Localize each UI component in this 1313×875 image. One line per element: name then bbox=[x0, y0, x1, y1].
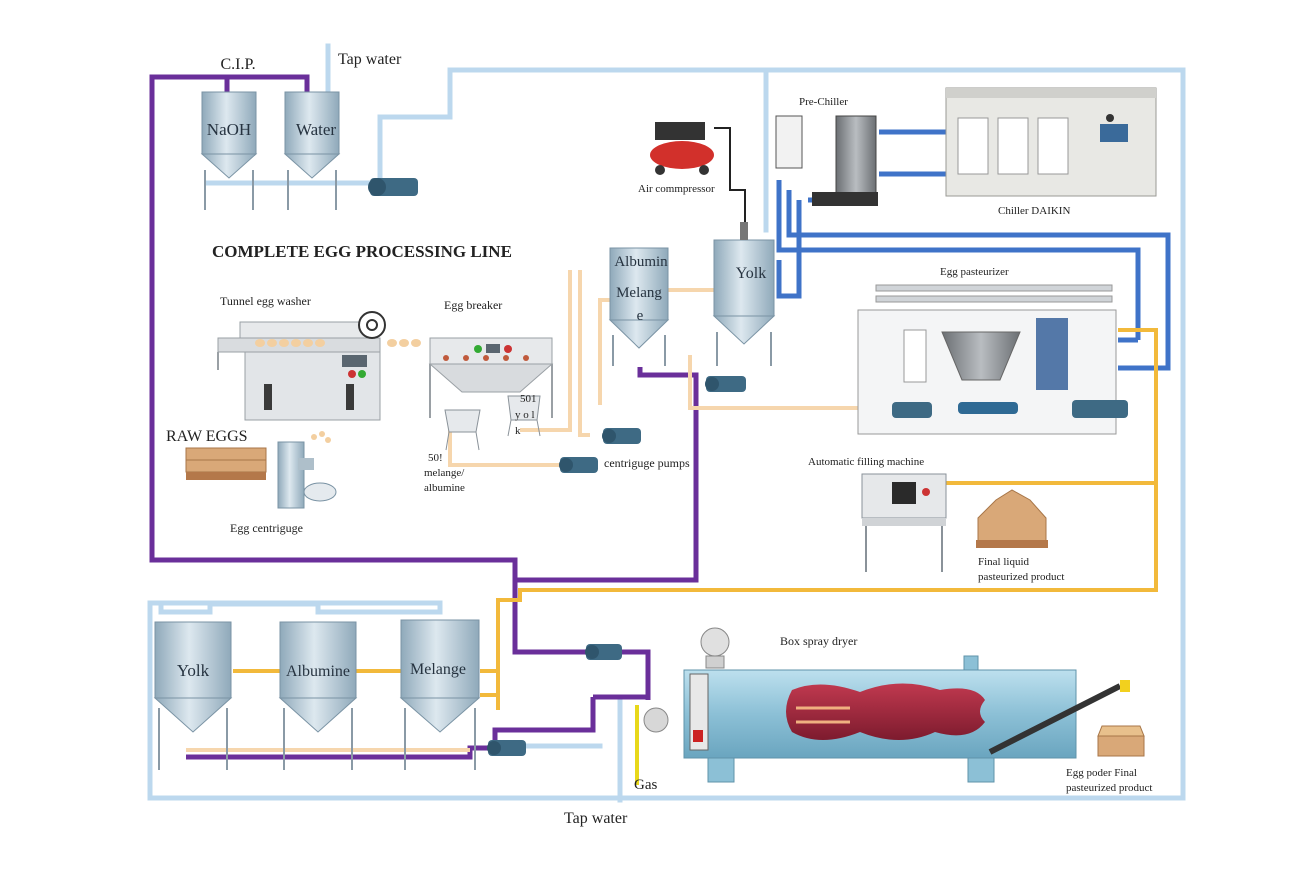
chiller-daikin bbox=[945, 87, 1157, 197]
air-compressor-label: Air commpressor bbox=[638, 183, 715, 195]
egg-centrifuge bbox=[277, 431, 337, 509]
melange-albumine-label-2: melange/ bbox=[424, 467, 465, 479]
raw-eggs-pallet bbox=[185, 447, 267, 480]
naoh-tank: NaOH bbox=[200, 91, 258, 210]
yolk-storage-label: Yolk bbox=[177, 661, 210, 680]
final-liquid-label-2: pasteurized product bbox=[978, 571, 1064, 583]
filling-machine-label: Automatic filling machine bbox=[808, 456, 924, 468]
albumin-tank-label: Albumin bbox=[614, 254, 668, 270]
egg-powder-label-2: pasteurized product bbox=[1066, 782, 1152, 794]
chiller-label: Chiller DAIKIN bbox=[998, 205, 1070, 217]
final-liquid-label-1: Final liquid bbox=[978, 556, 1030, 568]
albumine-storage-tank: Albumine bbox=[278, 621, 358, 770]
pre-chiller-label: Pre-Chiller bbox=[799, 96, 848, 108]
storage-pump bbox=[487, 740, 526, 756]
egg-powder-label-1: Egg poder Final bbox=[1066, 767, 1137, 779]
box-spray-dryer bbox=[643, 627, 1130, 783]
filling-machine bbox=[861, 473, 947, 572]
melange-tank-label-2: e bbox=[637, 308, 644, 324]
egg-breaker-label: Egg breaker bbox=[444, 298, 502, 312]
cip-pipes bbox=[149, 74, 699, 760]
air-compressor bbox=[650, 122, 714, 175]
melange-container bbox=[444, 409, 481, 451]
tunnel-egg-washer bbox=[217, 311, 421, 421]
centrifuge-pump-2 bbox=[559, 457, 598, 473]
melange-storage-tank: Melange bbox=[399, 619, 481, 770]
egg-centrifuge-label: Egg centriguge bbox=[230, 521, 303, 535]
yolk-container-label-3: k bbox=[515, 425, 521, 437]
water-pipes bbox=[147, 43, 1186, 803]
yolk-container bbox=[507, 395, 541, 437]
egg-powder-box bbox=[1097, 725, 1145, 757]
albumine-storage-label: Albumine bbox=[286, 663, 350, 680]
yolk-container-label-1: 501 bbox=[520, 393, 537, 405]
centrifuge-pump-1 bbox=[602, 428, 641, 444]
melange-albumine-label-1: 50! bbox=[428, 452, 443, 464]
melange-tank-label-1: Melang bbox=[616, 285, 662, 301]
yolk-tank-top: Yolk bbox=[712, 222, 776, 366]
transfer-pump bbox=[705, 376, 746, 392]
egg-pasteurizer-label: Egg pasteurizer bbox=[940, 266, 1009, 278]
product-pipes bbox=[233, 328, 1158, 710]
tap-water-top-label: Tap water bbox=[338, 51, 402, 68]
yolk-container-label-2: y o l bbox=[515, 409, 535, 421]
water-tank-label: Water bbox=[296, 120, 336, 139]
yolk-storage-tank: Yolk bbox=[153, 621, 233, 770]
egg-pasteurizer bbox=[857, 284, 1128, 435]
naoh-tank-label: NaOH bbox=[207, 120, 251, 139]
centrifuge-pumps-label: centriguge pumps bbox=[604, 456, 690, 470]
melange-storage-label: Melange bbox=[410, 661, 466, 678]
raw-eggs-label: RAW EGGS bbox=[166, 428, 248, 445]
raw-product-pipes bbox=[186, 270, 890, 752]
tap-water-bottom-label: Tap water bbox=[564, 810, 628, 827]
final-liquid-product-stack bbox=[976, 489, 1048, 548]
water-tank: Water bbox=[283, 91, 341, 210]
egg-breaker bbox=[428, 337, 554, 418]
box-spray-dryer-label: Box spray dryer bbox=[780, 634, 857, 648]
cip-label: C.I.P. bbox=[220, 56, 255, 73]
dryer-feed-pump bbox=[585, 644, 622, 660]
chilled-water-pipes bbox=[776, 129, 1171, 371]
yolk-tank-top-label: Yolk bbox=[736, 265, 766, 282]
melange-albumine-label-3: albumine bbox=[424, 482, 465, 494]
tunnel-washer-label: Tunnel egg washer bbox=[220, 294, 311, 308]
cip-pump bbox=[368, 178, 418, 196]
albumin-melange-tank: Albumin Melang e bbox=[608, 247, 670, 366]
diagram-title: COMPLETE EGG PROCESSING LINE bbox=[212, 242, 512, 261]
gas-label: Gas bbox=[634, 777, 657, 793]
pre-chiller bbox=[775, 115, 878, 206]
air-line bbox=[714, 127, 746, 230]
